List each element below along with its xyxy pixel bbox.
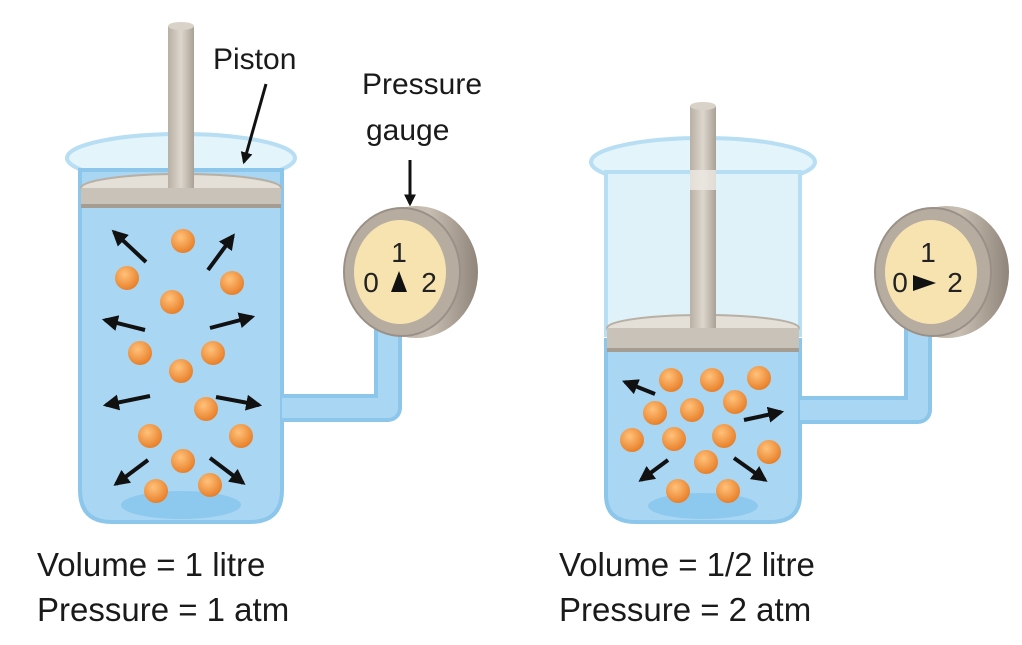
gas-molecule xyxy=(220,271,244,295)
gas-molecule xyxy=(160,290,184,314)
motion-arrow xyxy=(743,406,785,423)
motion-arrow xyxy=(732,456,768,482)
piston-label: Piston xyxy=(213,43,297,76)
left-pressure-gauge: 1 0 2 xyxy=(343,206,478,338)
gas-molecule xyxy=(620,428,644,452)
gas-molecule xyxy=(694,450,718,474)
left-gauge-mark-0: 0 xyxy=(363,267,379,298)
pressure-gauge-label-line1: Pressure xyxy=(362,68,483,101)
gas-molecule xyxy=(194,397,218,421)
gas-molecule xyxy=(229,424,253,448)
gas-molecule xyxy=(171,449,195,473)
right-motion-arrows xyxy=(622,379,785,482)
motion-arrow xyxy=(215,394,263,411)
pressure-gauge-label-line2: gauge xyxy=(366,114,450,147)
right-gauge-mark-1: 1 xyxy=(920,237,936,268)
gas-molecule xyxy=(198,473,222,497)
piston-callout-arrow xyxy=(240,83,268,165)
gas-molecule xyxy=(171,229,195,253)
gas-molecule xyxy=(700,368,724,392)
gas-molecule xyxy=(128,341,152,365)
right-gauge-mark-0: 0 xyxy=(892,267,908,298)
right-gauge-tube xyxy=(800,325,932,424)
right-pressure-caption: Pressure = 2 atm xyxy=(559,591,812,628)
motion-arrow xyxy=(206,233,235,272)
left-gauge-face xyxy=(354,220,446,324)
right-gauge-mark-2: 2 xyxy=(947,267,963,298)
motion-arrow xyxy=(208,456,246,485)
motion-arrow xyxy=(622,379,656,396)
motion-arrow xyxy=(111,229,148,264)
gas-molecule xyxy=(747,366,771,390)
motion-arrow xyxy=(113,458,150,486)
gas-molecule xyxy=(643,401,667,425)
right-molecules xyxy=(620,366,781,503)
motion-arrow xyxy=(102,394,151,411)
left-gauge-tube xyxy=(282,325,402,422)
left-molecules xyxy=(115,229,253,503)
gas-molecule xyxy=(659,368,683,392)
left-motion-arrows xyxy=(101,229,263,486)
gas-molecule xyxy=(662,427,686,451)
gas-molecule xyxy=(666,479,690,503)
left-piston-rod xyxy=(168,26,194,188)
left-gauge-mark-1: 1 xyxy=(391,237,407,268)
gas-molecule xyxy=(138,424,162,448)
gas-molecule xyxy=(201,341,225,365)
right-gauge-face xyxy=(885,220,977,324)
gas-molecule xyxy=(723,390,747,414)
motion-arrow xyxy=(101,315,146,332)
right-volume-caption: Volume = 1/2 litre xyxy=(559,546,815,583)
left-gauge-needle xyxy=(391,271,407,292)
gas-molecule xyxy=(144,479,168,503)
right-pressure-gauge: 1 0 2 xyxy=(874,206,1009,338)
gas-molecule xyxy=(716,479,740,503)
right-gauge-needle xyxy=(913,275,936,291)
gas-molecule xyxy=(115,266,139,290)
right-piston-rod xyxy=(690,106,716,328)
gas-molecule xyxy=(712,424,736,448)
motion-arrow xyxy=(638,458,670,482)
left-gauge-mark-2: 2 xyxy=(421,267,437,298)
motion-arrow xyxy=(209,312,256,330)
gas-molecule xyxy=(169,359,193,383)
left-pressure-caption: Pressure = 1 atm xyxy=(37,591,290,628)
left-volume-caption: Volume = 1 litre xyxy=(37,546,266,583)
gas-molecule xyxy=(757,440,781,464)
gas-molecule xyxy=(680,398,704,422)
